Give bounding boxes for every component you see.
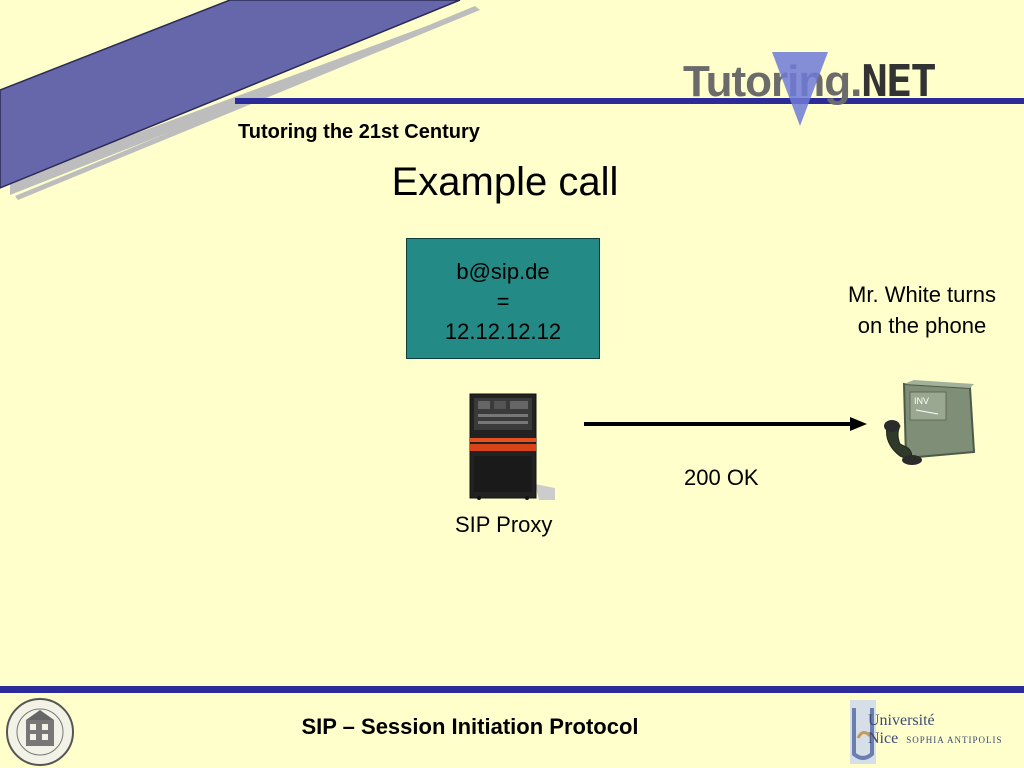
logo-net-text: NET [861, 56, 936, 107]
header-tagline: Tutoring the 21st Century [238, 121, 480, 143]
header-banner [0, 0, 461, 189]
logo-main-text: Tutoring. [683, 57, 862, 106]
universite-nice-line2: Nice [868, 730, 899, 747]
location-lookup-box: b@sip.de = 12.12.12.12 [406, 238, 600, 359]
universite-nice-logo-icon [850, 700, 876, 764]
universite-nice-line3: SOPHIA ANTIPOLIS [906, 735, 1003, 745]
slide-title: Example call [391, 160, 619, 204]
universite-nice-line1: Université [868, 712, 935, 729]
lookup-address: b@sip.de [456, 259, 550, 284]
header-decoration [0, 0, 1024, 200]
lookup-equals: = [496, 289, 510, 314]
sip-proxy-label: SIP Proxy [455, 512, 553, 537]
universite-nice-logo: Université Nice SOPHIA ANTIPOLIS [868, 712, 1002, 748]
university-mannheim-seal [6, 698, 74, 766]
header-rule [235, 98, 1024, 104]
response-message-label: 200 OK [684, 465, 759, 490]
logo-triangle-icon [772, 52, 828, 126]
footer-title: SIP – Session Initiation Protocol [301, 714, 639, 739]
phone-caption-line1: Mr. White turns [848, 282, 996, 307]
server-icon [469, 393, 555, 500]
phone-caption-line2: on the phone [857, 313, 987, 338]
response-arrow [584, 417, 867, 431]
phone-sticker-text: INV [914, 396, 929, 406]
tutoring-net-logo: Tutoring.NET [683, 56, 937, 107]
lookup-ip-address: 12.12.12.12 [444, 319, 562, 344]
phone-caption: Mr. White turns on the phone [820, 279, 1024, 341]
phone-icon: INV [884, 380, 976, 465]
footer-rule [0, 686, 1024, 693]
